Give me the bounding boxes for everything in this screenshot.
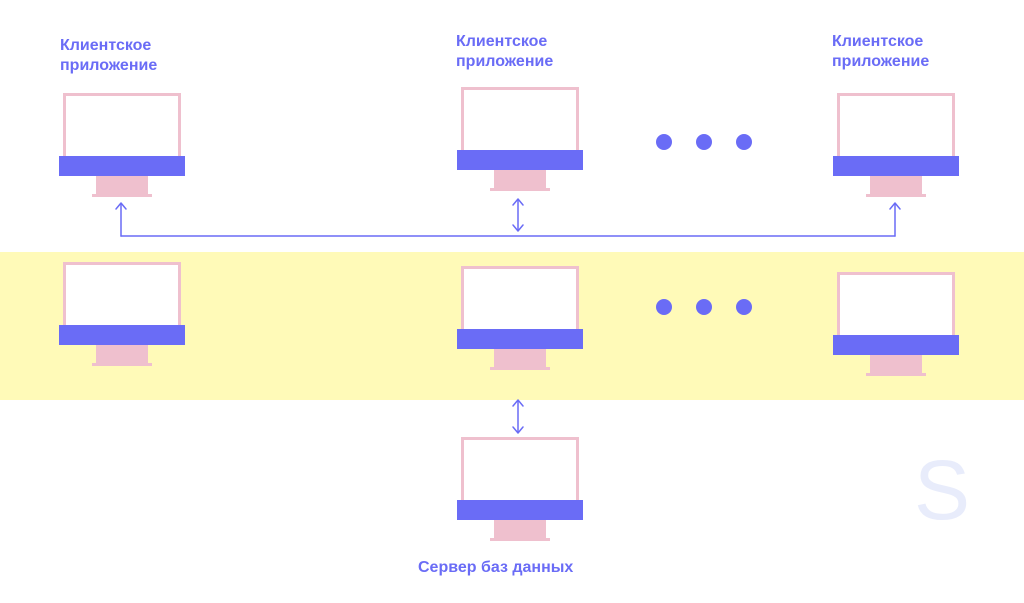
client-monitor-icon-right (833, 93, 959, 197)
app-server-monitor-icon-left (59, 262, 185, 366)
brand-watermark-logo: S (914, 443, 971, 537)
client-monitor-icon-left (59, 93, 185, 197)
app-server-monitor-icon-right (833, 272, 959, 376)
database-server-monitor-icon (457, 437, 583, 541)
more-app-servers-ellipsis (656, 299, 752, 315)
client-app-label-right: Клиентское приложение (832, 33, 930, 70)
client-app-label-left: Клиентское приложение (60, 37, 158, 74)
right-arrowhead-icon (889, 202, 901, 210)
app-server-monitor-icon-center (457, 266, 583, 370)
left-arrowhead-icon (115, 202, 127, 210)
client-monitor-icon-center (457, 87, 583, 191)
client-app-label-center: Клиентское приложение (456, 33, 554, 70)
more-clients-ellipsis (656, 134, 752, 150)
database-server-label: Сервер баз данных (418, 559, 574, 576)
